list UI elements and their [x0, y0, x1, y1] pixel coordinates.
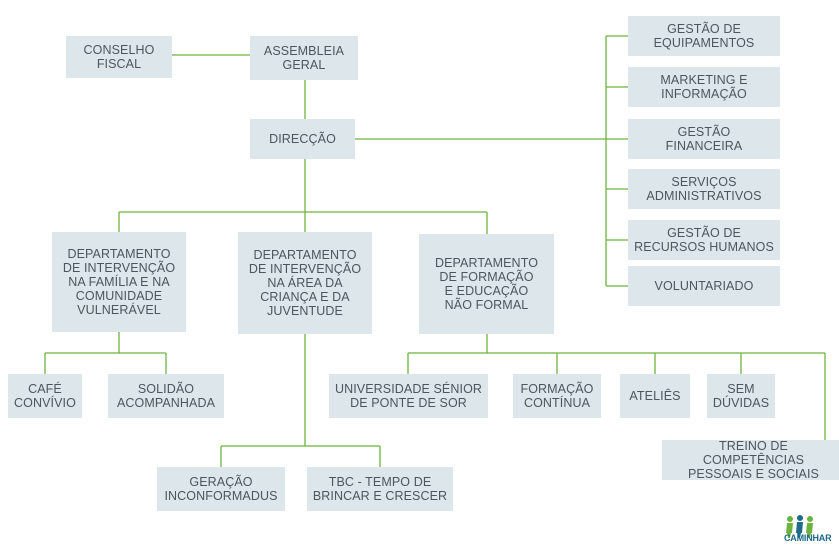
solidao-acompanhada-box: SOLIDÃO ACOMPANHADA	[108, 374, 224, 418]
direccao-box: DIRECÇÃO	[250, 119, 355, 159]
universidade-senior-box: UNIVERSIDADE SÉNIOR DE PONTE DE SOR	[329, 374, 488, 418]
geracao-inconformadus-box: GERAÇÃO INCONFORMADUS	[157, 467, 285, 511]
conselho-fiscal-box: CONSELHO FISCAL	[66, 36, 172, 78]
departamento-crianca-box: DEPARTAMENTO DE INTERVENÇÃO NA ÁREA DA C…	[238, 232, 372, 334]
departamento-formacao-box: DEPARTAMENTO DE FORMAÇÃO E EDUCAÇÃO NÃO …	[419, 234, 554, 334]
sem-duvidas-box: SEM DÚVIDAS	[707, 374, 775, 418]
marketing-informacao-box: MARKETING E INFORMAÇÃO	[628, 67, 780, 107]
voluntariado-box: VOLUNTARIADO	[628, 266, 780, 306]
tbc-box: TBC - TEMPO DE BRINCAR E CRESCER	[307, 467, 453, 511]
treino-competencias-box: TREINO DE COMPETÊNCIAS PESSOAIS E SOCIAI…	[662, 439, 839, 481]
assembleia-geral-box: ASSEMBLEIA GERAL	[250, 36, 358, 80]
logo-text: CAMINHAR	[784, 533, 832, 543]
gestao-equipamentos-box: GESTÃO DE EQUIPAMENTOS	[628, 16, 780, 56]
gestao-financeira-box: GESTÃO FINANCEIRA	[628, 119, 780, 159]
servicos-administrativos-box: SERVIÇOS ADMINISTRATIVOS	[628, 169, 780, 209]
gestao-recursos-humanos-box: GESTÃO DE RECURSOS HUMANOS	[628, 220, 780, 260]
formacao-continua-box: FORMAÇÃO CONTÍNUA	[513, 374, 601, 418]
people-logo-icon	[786, 515, 813, 538]
departamento-familia-box: DEPARTAMENTO DE INTERVENÇÃO NA FAMÍLIA E…	[52, 232, 186, 332]
cafe-convivio-box: CAFÉ CONVÍVIO	[8, 374, 82, 418]
atelies-box: ATELIÊS	[620, 374, 690, 418]
